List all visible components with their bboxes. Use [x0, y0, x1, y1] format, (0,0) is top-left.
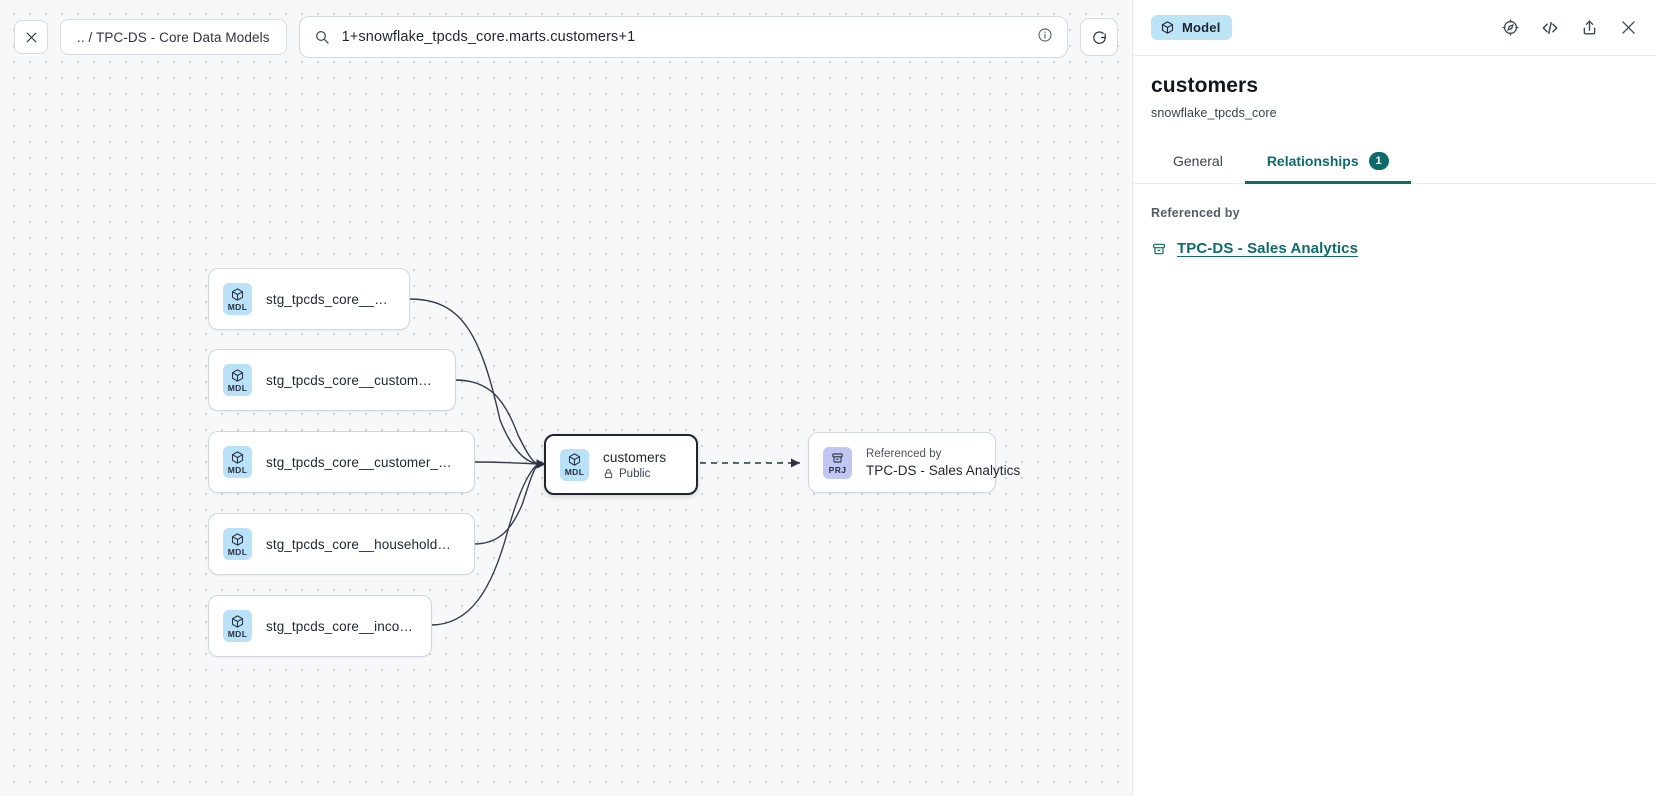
entity-type-chip[interactable]: Model [1151, 15, 1232, 40]
lineage-node-upstream[interactable]: MDL stg_tpcds_core__customer [208, 268, 410, 330]
details-header: Model [1133, 0, 1656, 56]
details-body: Referenced by TPC-DS - Sales Analytics [1133, 184, 1656, 257]
info-circle-icon[interactable] [1037, 27, 1053, 48]
node-badge-label: MDL [227, 382, 248, 393]
breadcrumb[interactable]: .. / TPC-DS - Core Data Models [60, 19, 287, 55]
close-icon [24, 30, 39, 45]
node-text: Referenced by TPC-DS - Sales Analytics [866, 447, 1021, 478]
node-badge-label: MDL [227, 301, 248, 312]
cube-icon [1160, 20, 1175, 35]
node-badge-label: PRJ [828, 464, 847, 475]
refresh-button[interactable] [1080, 18, 1118, 56]
node-badge-mdl: MDL [223, 364, 252, 396]
lineage-search-input[interactable]: 1+snowflake_tpcds_core.marts.customers+1 [298, 16, 1068, 58]
node-badge-label: MDL [564, 467, 585, 477]
details-title-block: customers snowflake_tpcds_core [1133, 56, 1656, 120]
page-title: customers [1151, 74, 1259, 97]
page-subtitle: snowflake_tpcds_core [1151, 106, 1277, 120]
node-visibility-label: Public [619, 467, 651, 480]
node-badge-mdl: MDL [223, 283, 252, 315]
node-label: stg_tpcds_core__customer_demogra… [266, 454, 456, 470]
entity-type-label: Model [1182, 20, 1221, 35]
node-label: customers [603, 449, 667, 465]
search-icon [314, 29, 330, 45]
node-text: stg_tpcds_core__customer_address [266, 373, 437, 388]
node-badge-mdl: MDL [560, 448, 589, 481]
tab-general[interactable]: General [1151, 142, 1245, 184]
section-label-referenced-by: Referenced by [1151, 206, 1240, 220]
referenced-by-link[interactable]: TPC-DS - Sales Analytics [1177, 240, 1359, 257]
node-badge-prj: PRJ [823, 446, 852, 479]
lineage-node-selected[interactable]: MDL customers Public [544, 434, 698, 495]
lineage-node-upstream[interactable]: MDL stg_tpcds_core__customer_demogra… [208, 431, 475, 493]
node-label: TPC-DS - Sales Analytics [866, 462, 1021, 478]
lineage-canvas[interactable]: MDL stg_tpcds_core__customer MDL stg_tpc… [0, 0, 1132, 796]
close-icon[interactable] [1619, 18, 1638, 37]
node-text: stg_tpcds_core__income_band [266, 619, 413, 634]
lineage-node-downstream[interactable]: PRJ Referenced by TPC-DS - Sales Analyti… [808, 432, 1021, 493]
node-badge-label: MDL [227, 464, 248, 475]
details-panel: Model [1132, 0, 1656, 796]
node-badge-mdl: MDL [223, 528, 252, 560]
tab-relationships-count: 1 [1368, 152, 1389, 170]
details-header-actions [1501, 18, 1638, 38]
code-icon[interactable] [1540, 18, 1560, 38]
breadcrumb-label: .. / TPC-DS - Core Data Models [77, 29, 270, 45]
lineage-node-upstream[interactable]: MDL stg_tpcds_core__income_band [208, 595, 432, 657]
referenced-by-item[interactable]: TPC-DS - Sales Analytics [1151, 240, 1638, 257]
node-badge-label: MDL [227, 546, 248, 557]
node-label: stg_tpcds_core__customer [266, 291, 391, 307]
node-badge-mdl: MDL [223, 610, 252, 642]
lock-icon [603, 468, 614, 479]
node-text: stg_tpcds_core__customer_demogra… [266, 455, 456, 470]
node-badge-label: MDL [227, 628, 248, 639]
lineage-icon[interactable] [1501, 18, 1520, 37]
node-label: stg_tpcds_core__customer_address [266, 372, 437, 388]
node-visibility: Public [603, 468, 666, 480]
lineage-node-upstream[interactable]: MDL stg_tpcds_core__household_demogr… [208, 513, 475, 575]
node-text: stg_tpcds_core__customer [266, 292, 391, 307]
lineage-edges [408, 298, 800, 626]
node-label: stg_tpcds_core__income_band [266, 618, 413, 634]
node-text: stg_tpcds_core__household_demogr… [266, 537, 456, 552]
lineage-node-upstream[interactable]: MDL stg_tpcds_core__customer_address [208, 349, 456, 411]
search-value: 1+snowflake_tpcds_core.marts.customers+1 [341, 29, 636, 45]
refresh-icon [1091, 29, 1108, 46]
details-tabs: General Relationships 1 [1133, 142, 1656, 184]
share-icon[interactable] [1580, 18, 1599, 37]
tab-relationships[interactable]: Relationships 1 [1244, 142, 1411, 184]
project-icon [1151, 241, 1167, 257]
node-badge-mdl: MDL [223, 446, 252, 478]
tab-general-label: General [1173, 153, 1223, 169]
tab-relationships-label: Relationships [1266, 153, 1359, 169]
node-kicker: Referenced by [866, 447, 942, 460]
close-lineage-button[interactable] [14, 20, 48, 54]
node-label: stg_tpcds_core__household_demogr… [266, 536, 456, 552]
node-text: customers Public [603, 450, 666, 480]
lineage-toolbar: .. / TPC-DS - Core Data Models 1+snowfla… [0, 0, 1132, 74]
